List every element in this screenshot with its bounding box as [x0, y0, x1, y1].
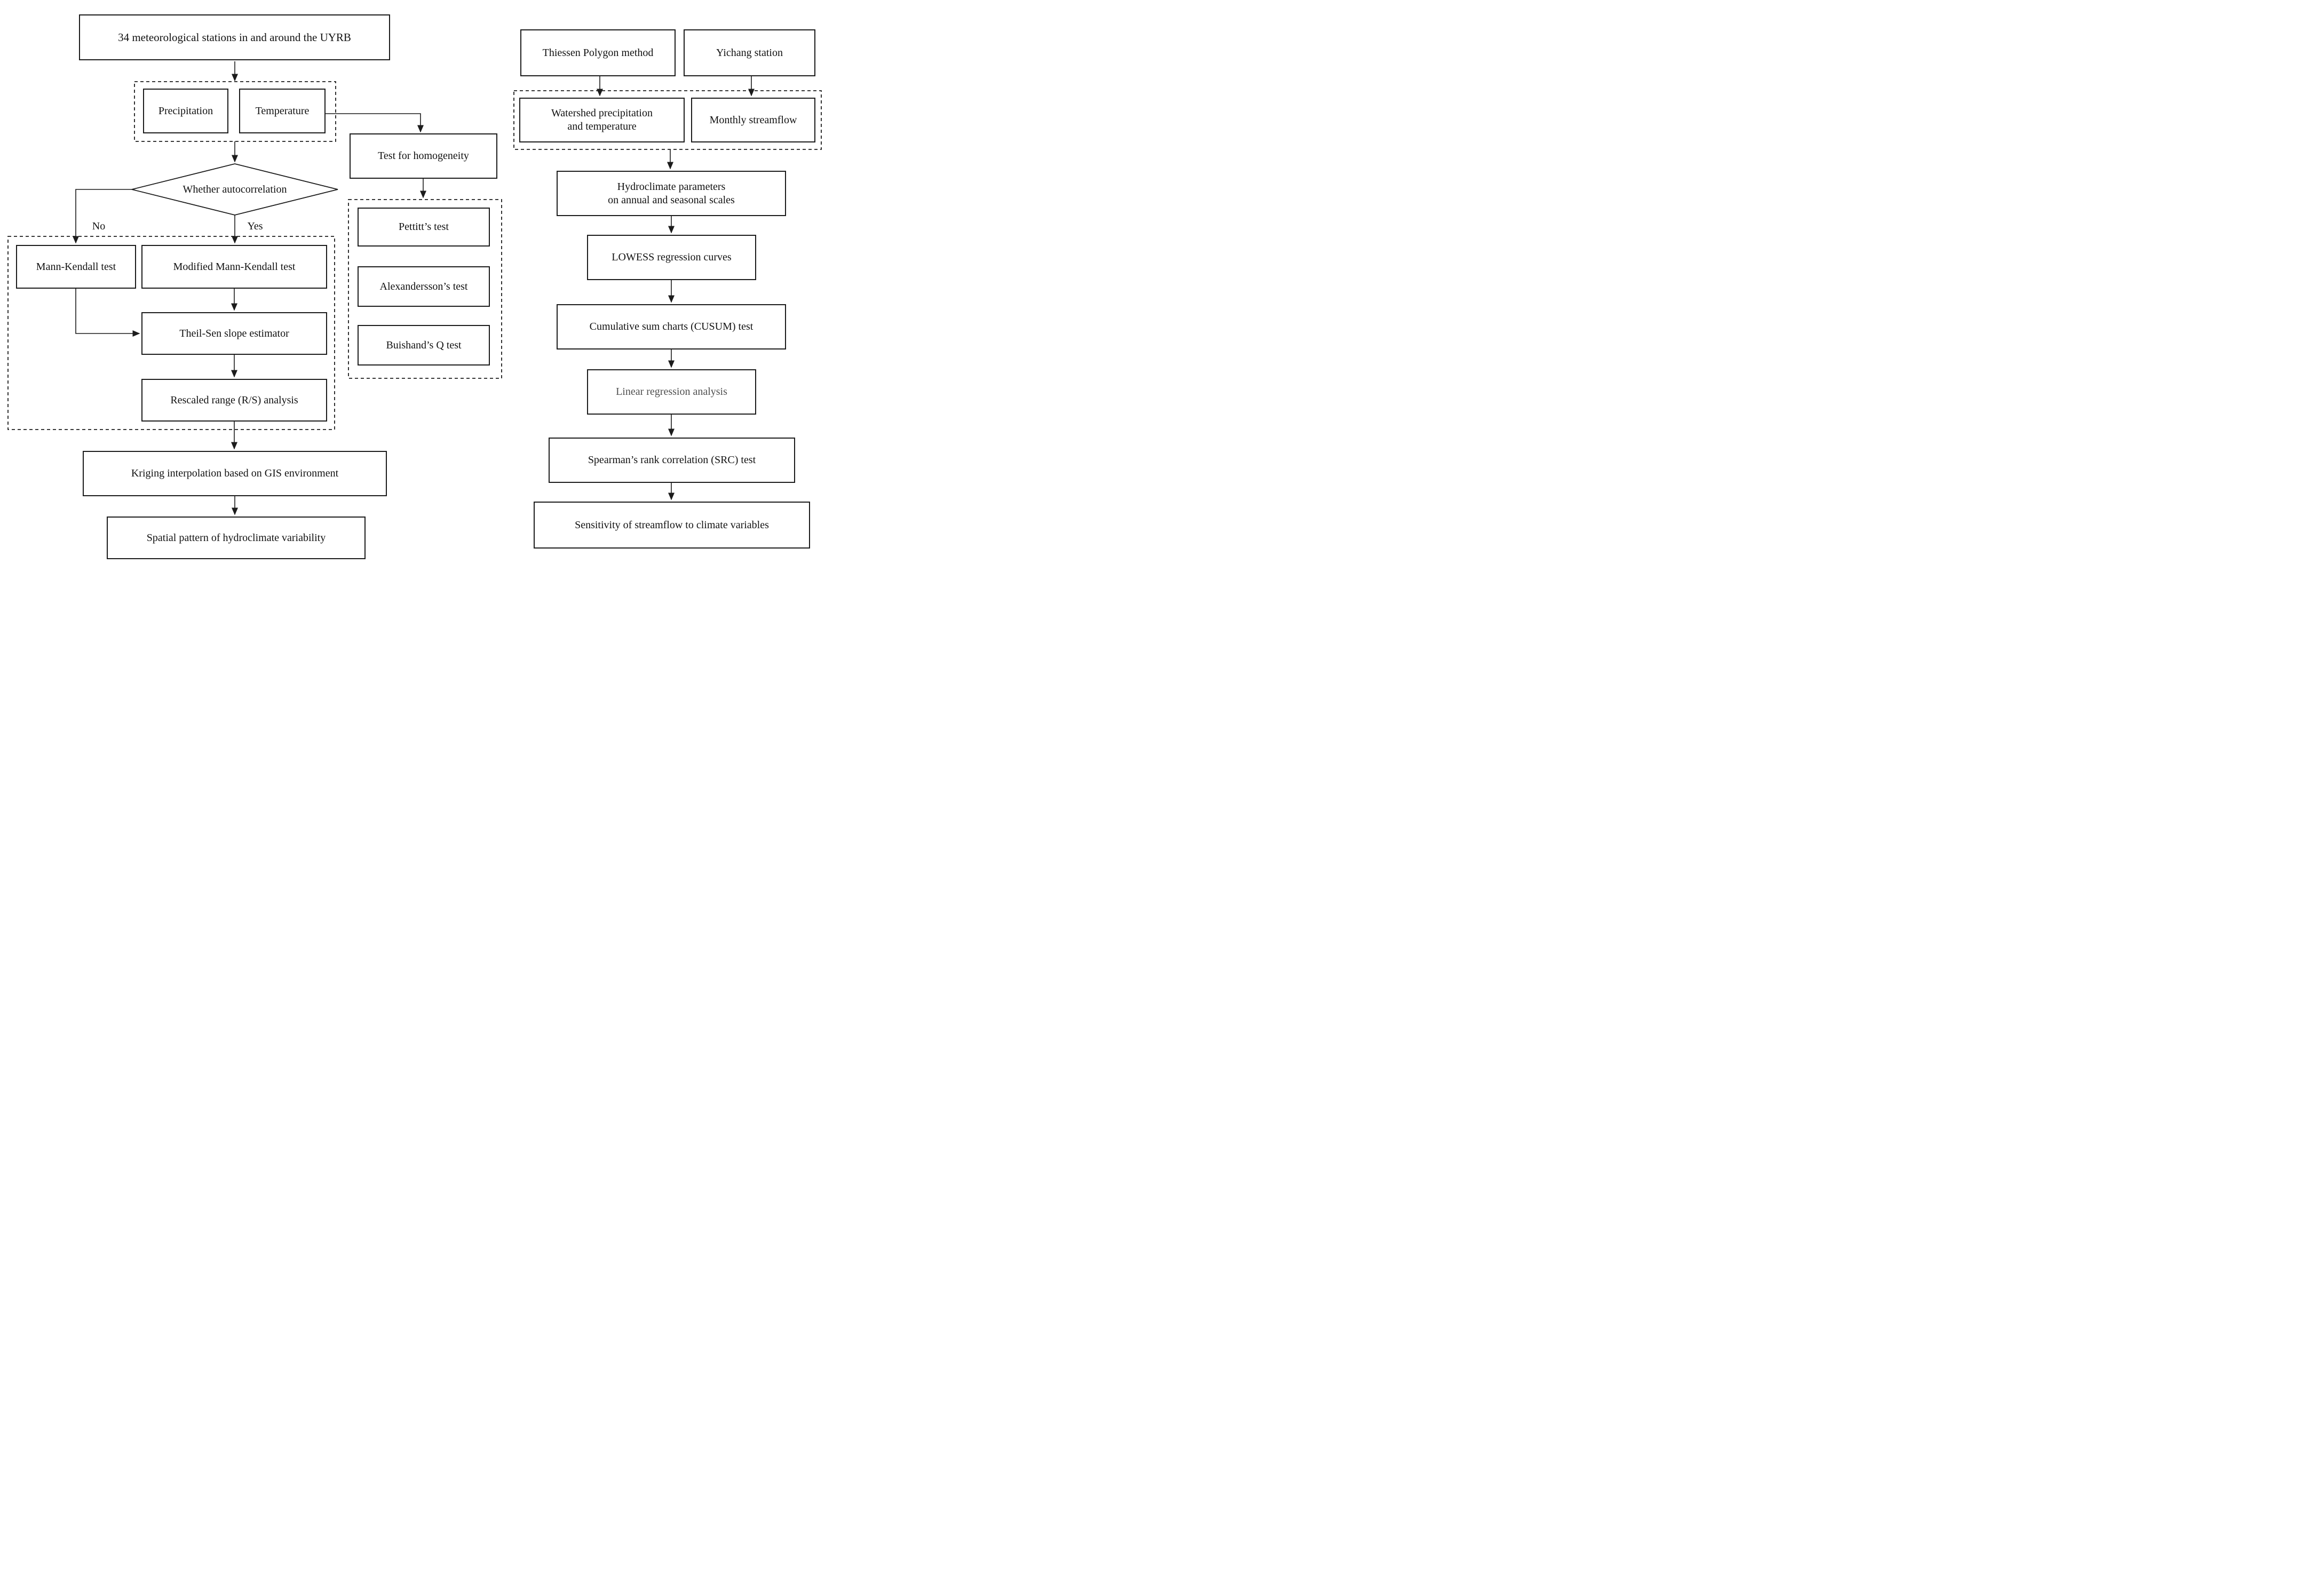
sensitivity-label: Sensitivity of streamflow to climate var…	[575, 519, 769, 531]
decision-diamond-shape	[131, 163, 338, 216]
homogeneity-tests-group-border	[348, 199, 502, 379]
sensitivity-box: Sensitivity of streamflow to climate var…	[534, 502, 810, 549]
hydroclimate-parameters-box: Hydroclimate parameters on annual and se…	[557, 171, 786, 216]
kriging-box: Kriging interpolation based on GIS envir…	[83, 451, 387, 496]
kriging-label: Kriging interpolation based on GIS envir…	[131, 467, 339, 479]
precipitation-box: Precipitation	[143, 89, 228, 133]
precipitation-label: Precipitation	[158, 105, 213, 117]
connector-mk-to-theilsen	[75, 289, 140, 337]
buishand-box: Buishand’s Q test	[358, 325, 490, 366]
stations-label: 34 meteorological stations in and around…	[118, 30, 351, 44]
no-text: No	[92, 220, 106, 232]
spearman-box: Spearman’s rank correlation (SRC) test	[549, 438, 795, 483]
alexandersson-label: Alexandersson’s test	[379, 280, 468, 292]
theil-sen-label: Theil-Sen slope estimator	[179, 327, 289, 339]
pettitt-label: Pettitt’s test	[399, 221, 449, 233]
branch-no-label: No	[85, 219, 112, 234]
flow-connectors	[7, 61, 822, 515]
lowess-box: LOWESS regression curves	[587, 235, 756, 280]
modified-mann-kendall-box: Modified Mann-Kendall test	[141, 245, 327, 289]
pettitt-box: Pettitt’s test	[358, 208, 490, 247]
branch-yes-label: Yes	[242, 219, 268, 234]
hydroclimate-label-line2: on annual and seasonal scales	[608, 194, 735, 206]
lowess-label: LOWESS regression curves	[612, 251, 732, 263]
decision-text: Whether autocorrelation	[183, 183, 287, 195]
dashed-group-borders	[7, 81, 822, 430]
watershed-label-line2: and temperature	[567, 121, 637, 132]
trend-analysis-group-border	[7, 236, 335, 430]
rescaled-range-box: Rescaled range (R/S) analysis	[141, 379, 327, 422]
watershed-box: Watershed precipitation and temperature	[519, 98, 685, 142]
connector-no-branch	[73, 189, 132, 244]
modified-mann-kendall-label: Modified Mann-Kendall test	[173, 260, 296, 273]
monthly-streamflow-label: Monthly streamflow	[709, 114, 797, 126]
temperature-box: Temperature	[239, 89, 326, 133]
connector-arrows	[73, 61, 755, 515]
rescaled-range-label: Rescaled range (R/S) analysis	[170, 394, 298, 406]
linear-regression-label: Linear regression analysis	[616, 386, 727, 398]
thiessen-label: Thiessen Polygon method	[542, 46, 654, 59]
spatial-pattern-box: Spatial pattern of hydroclimate variabil…	[107, 517, 366, 559]
yichang-box: Yichang station	[684, 29, 815, 76]
theil-sen-box: Theil-Sen slope estimator	[141, 312, 327, 355]
linear-regression-box: Linear regression analysis	[587, 369, 756, 415]
watershed-label-line1: Watershed precipitation	[551, 107, 653, 119]
cusum-label: Cumulative sum charts (CUSUM) test	[589, 321, 753, 332]
mann-kendall-label: Mann-Kendall test	[36, 260, 116, 273]
mann-kendall-box: Mann-Kendall test	[16, 245, 136, 289]
homogeneity-box: Test for homogeneity	[350, 133, 497, 179]
alexandersson-box: Alexandersson’s test	[358, 266, 490, 307]
variables-group-border	[134, 81, 336, 142]
stations-box: 34 meteorological stations in and around…	[79, 14, 390, 60]
monthly-streamflow-box: Monthly streamflow	[691, 98, 815, 142]
cusum-box: Cumulative sum charts (CUSUM) test	[557, 304, 786, 349]
connector-temperature-to-homogeneity	[326, 113, 424, 133]
temperature-label: Temperature	[255, 105, 310, 117]
hydroclimate-label-line1: Hydroclimate parameters	[617, 180, 726, 193]
yichang-label: Yichang station	[716, 46, 783, 59]
spatial-pattern-label: Spatial pattern of hydroclimate variabil…	[146, 531, 326, 544]
autocorrelation-decision-label: Whether autocorrelation	[158, 180, 311, 199]
spearman-label: Spearman’s rank correlation (SRC) test	[588, 454, 756, 466]
yes-text: Yes	[247, 220, 263, 232]
homogeneity-label: Test for homogeneity	[378, 150, 469, 162]
thiessen-box: Thiessen Polygon method	[520, 29, 676, 76]
buishand-label: Buishand’s Q test	[386, 339, 462, 351]
watershed-inputs-group-border	[513, 90, 822, 150]
hydroclimate-methodology-flowchart: 34 meteorological stations in and around…	[0, 0, 824, 561]
